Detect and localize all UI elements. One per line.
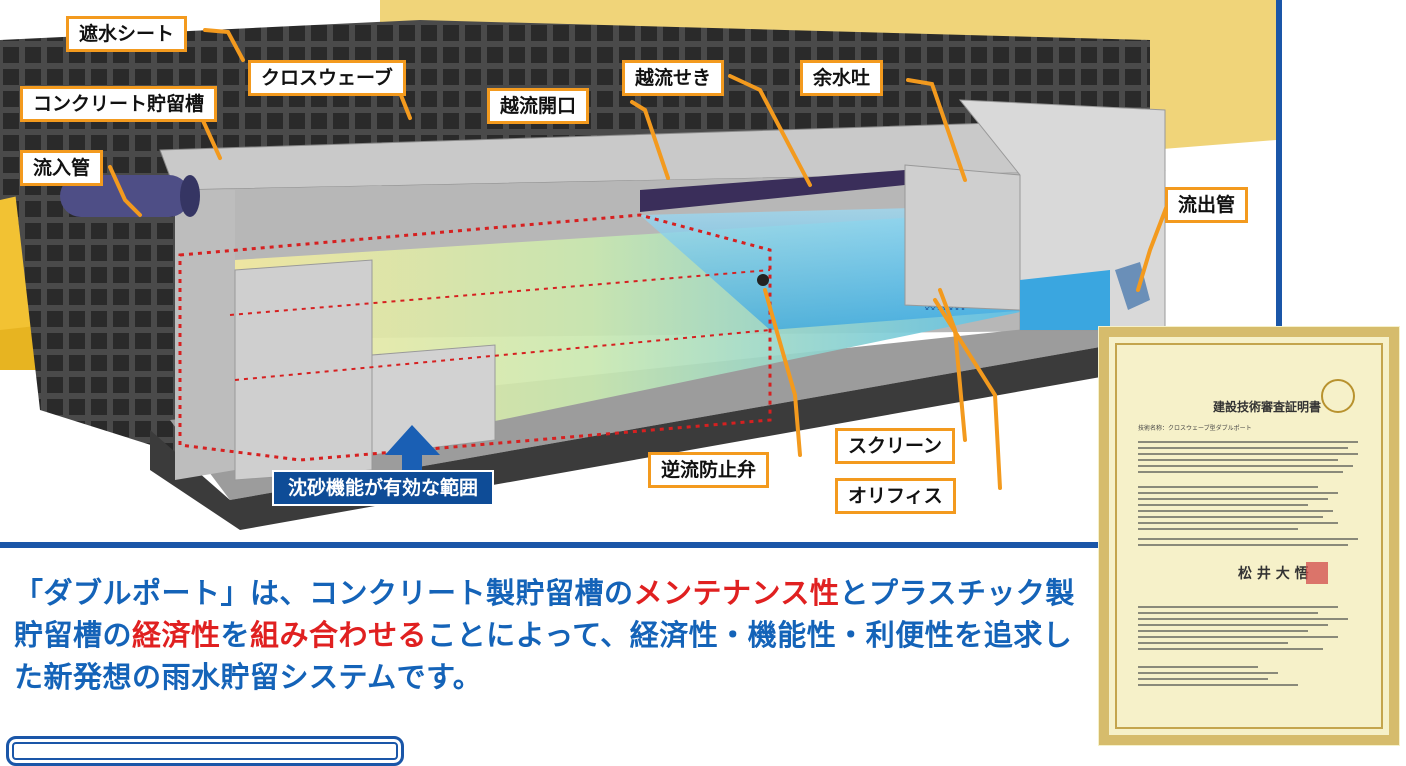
certificate-image: 建設技術審査証明書 技術名称：クロスウェーブ型ダブルポート 松 井 大 悟 [1098, 326, 1400, 746]
callout-overflow-opening: 越流開口 [487, 88, 590, 124]
callout-overflow-weir: 越流せき [622, 60, 725, 96]
callout-screen: スクリーン [835, 428, 956, 464]
callout-shasui-sheet: 遮水シート [66, 16, 188, 52]
callout-concrete-tank: コンクリート貯留槽 [20, 86, 218, 122]
desc-highlight-maintenance: メンテナンス性 [633, 576, 840, 610]
desc-part-3: を [220, 618, 251, 652]
certificate-title: 建設技術審査証明書 [1212, 399, 1321, 414]
certificate-document: 建設技術審査証明書 技術名称：クロスウェーブ型ダブルポート 松 井 大 悟 [1098, 326, 1400, 746]
description-text: 「ダブルポート」は、コンクリート製貯留槽のメンテナンス性とプラスチック製貯留槽の… [14, 572, 1094, 698]
sediment-zone-label: 沈砂機能が有効な範囲 [272, 470, 495, 506]
callout-check-valve: 逆流防止弁 [648, 452, 770, 488]
desc-part-2: とプラスチック製貯留槽の [14, 576, 1075, 652]
desc-part-1: 「ダブルポート」は、コンクリート製貯留槽の [14, 576, 634, 610]
callout-outflow-pipe: 流出管 [1165, 187, 1249, 223]
diagram-frame: 遮水シート クロスウェーブ コンクリート貯留槽 流入管 越流開口 越流せき 余水… [0, 0, 1282, 548]
callout-inflow-pipe: 流入管 [20, 150, 104, 186]
callout-spillway: 余水吐 [800, 60, 884, 96]
desc-part-4: ことによって、経済性・機能性・利便性を追求した新発想の雨水貯留システムです。 [14, 618, 1073, 694]
desc-highlight-combine: 組み合わせる [250, 618, 428, 652]
bottom-tab-outline [6, 736, 404, 766]
callout-cross-wave: クロスウェーブ [248, 60, 406, 96]
certificate-signature: 松 井 大 悟 [1238, 565, 1309, 582]
certificate-subject: 技術名称：クロスウェーブ型ダブルポート [1138, 424, 1252, 432]
callout-orifice: オリフィス [835, 478, 956, 514]
desc-highlight-economy: 経済性 [132, 618, 221, 652]
